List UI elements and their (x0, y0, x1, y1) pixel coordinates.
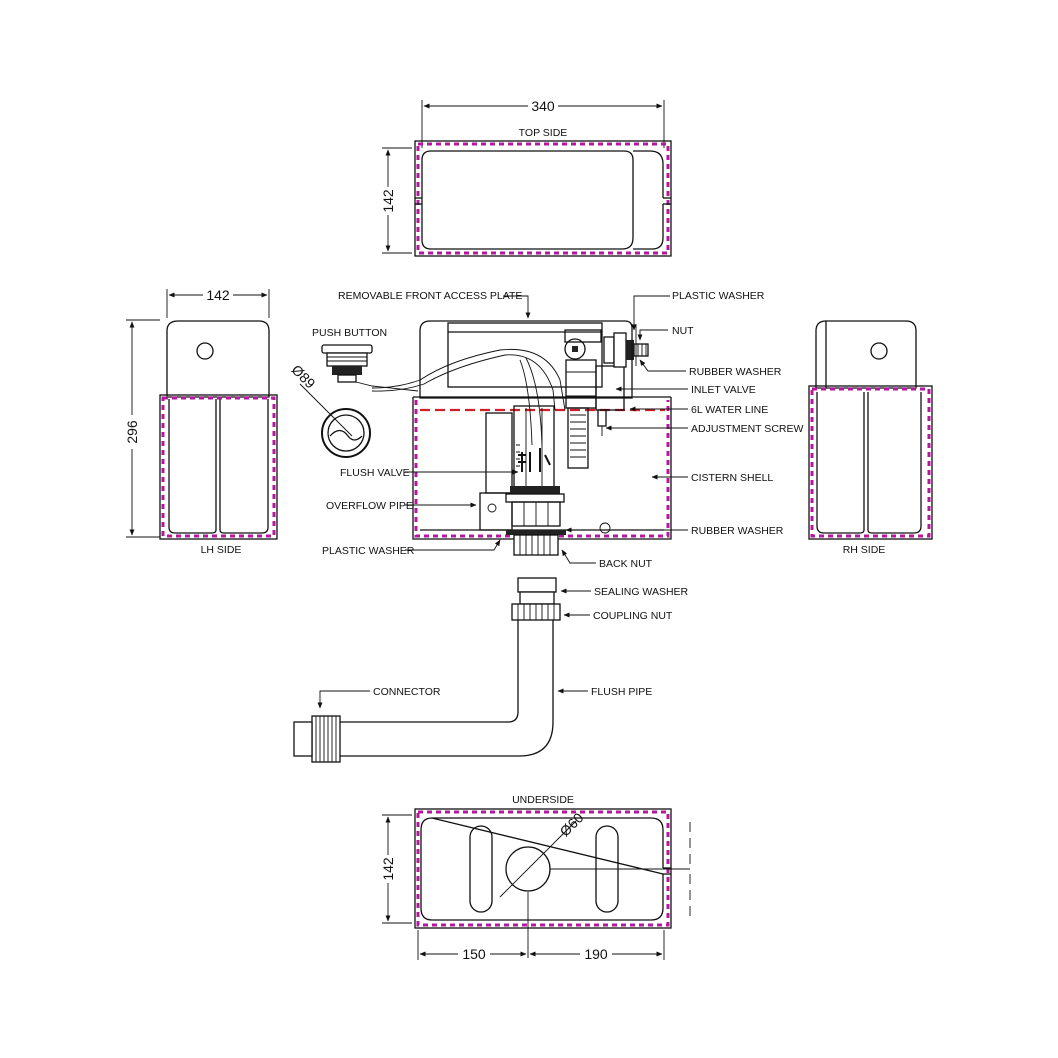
label-plastic-washer-top: PLASTIC WASHER (672, 290, 765, 302)
callout-labels: REMOVABLE FRONT ACCESS PLATE PLASTIC WAS… (322, 290, 803, 698)
dim-push-diameter: Ø89 (289, 361, 319, 391)
label-rubber-washer-bottom: RUBBER WASHER (691, 525, 784, 537)
label-connector: CONNECTOR (373, 686, 441, 698)
push-button-detail: PUSH BUTTON Ø89 (289, 327, 419, 458)
underside-view: UNDERSIDE Ø60 142 150 190 (379, 794, 691, 963)
label-cistern-shell: CISTERN SHELL (691, 472, 773, 484)
dim-top-depth: 142 (380, 189, 396, 213)
label-flush-valve: FLUSH VALVE (340, 467, 410, 479)
label-nut: NUT (672, 325, 694, 337)
label-coupling-nut: COUPLING NUT (593, 610, 673, 622)
dim-under-depth: 142 (380, 857, 396, 881)
rh-side-view: RH SIDE (808, 320, 933, 556)
dim-outlet-diameter: Ø60 (556, 809, 586, 839)
dim-top-width: 340 (531, 98, 555, 114)
label-overflow-pipe: OVERFLOW PIPE (326, 500, 413, 512)
label-flush-pipe: FLUSH PIPE (591, 686, 652, 698)
label-push-button: PUSH BUTTON (312, 327, 387, 339)
dim-right-offset: 190 (584, 946, 608, 962)
dim-left-offset: 150 (462, 946, 486, 962)
cistern-front-view (371, 320, 672, 556)
label-removable-plate: REMOVABLE FRONT ACCESS PLATE (338, 290, 522, 302)
label-sealing-washer: SEALING WASHER (594, 586, 689, 598)
rh-side-title: RH SIDE (843, 544, 886, 556)
label-plastic-washer-bottom: PLASTIC WASHER (322, 545, 415, 557)
callout-leaders (317, 295, 688, 709)
label-adjustment-screw: ADJUSTMENT SCREW (691, 423, 803, 435)
dim-side-height: 296 (124, 420, 140, 444)
underside-title: UNDERSIDE (512, 794, 574, 806)
lh-side-view: 142 296 LH SIDE (123, 286, 278, 556)
dim-side-depth: 142 (206, 287, 230, 303)
label-water-line: 6L WATER LINE (691, 404, 768, 416)
lh-side-title: LH SIDE (201, 544, 242, 556)
top-side-title: TOP SIDE (519, 127, 568, 139)
label-back-nut: BACK NUT (599, 558, 653, 570)
flush-pipe-assembly (293, 577, 561, 763)
top-side-view: 340 TOP SIDE 142 (379, 96, 672, 257)
label-inlet-valve: INLET VALVE (691, 384, 756, 396)
label-rubber-washer-top: RUBBER WASHER (689, 366, 782, 378)
